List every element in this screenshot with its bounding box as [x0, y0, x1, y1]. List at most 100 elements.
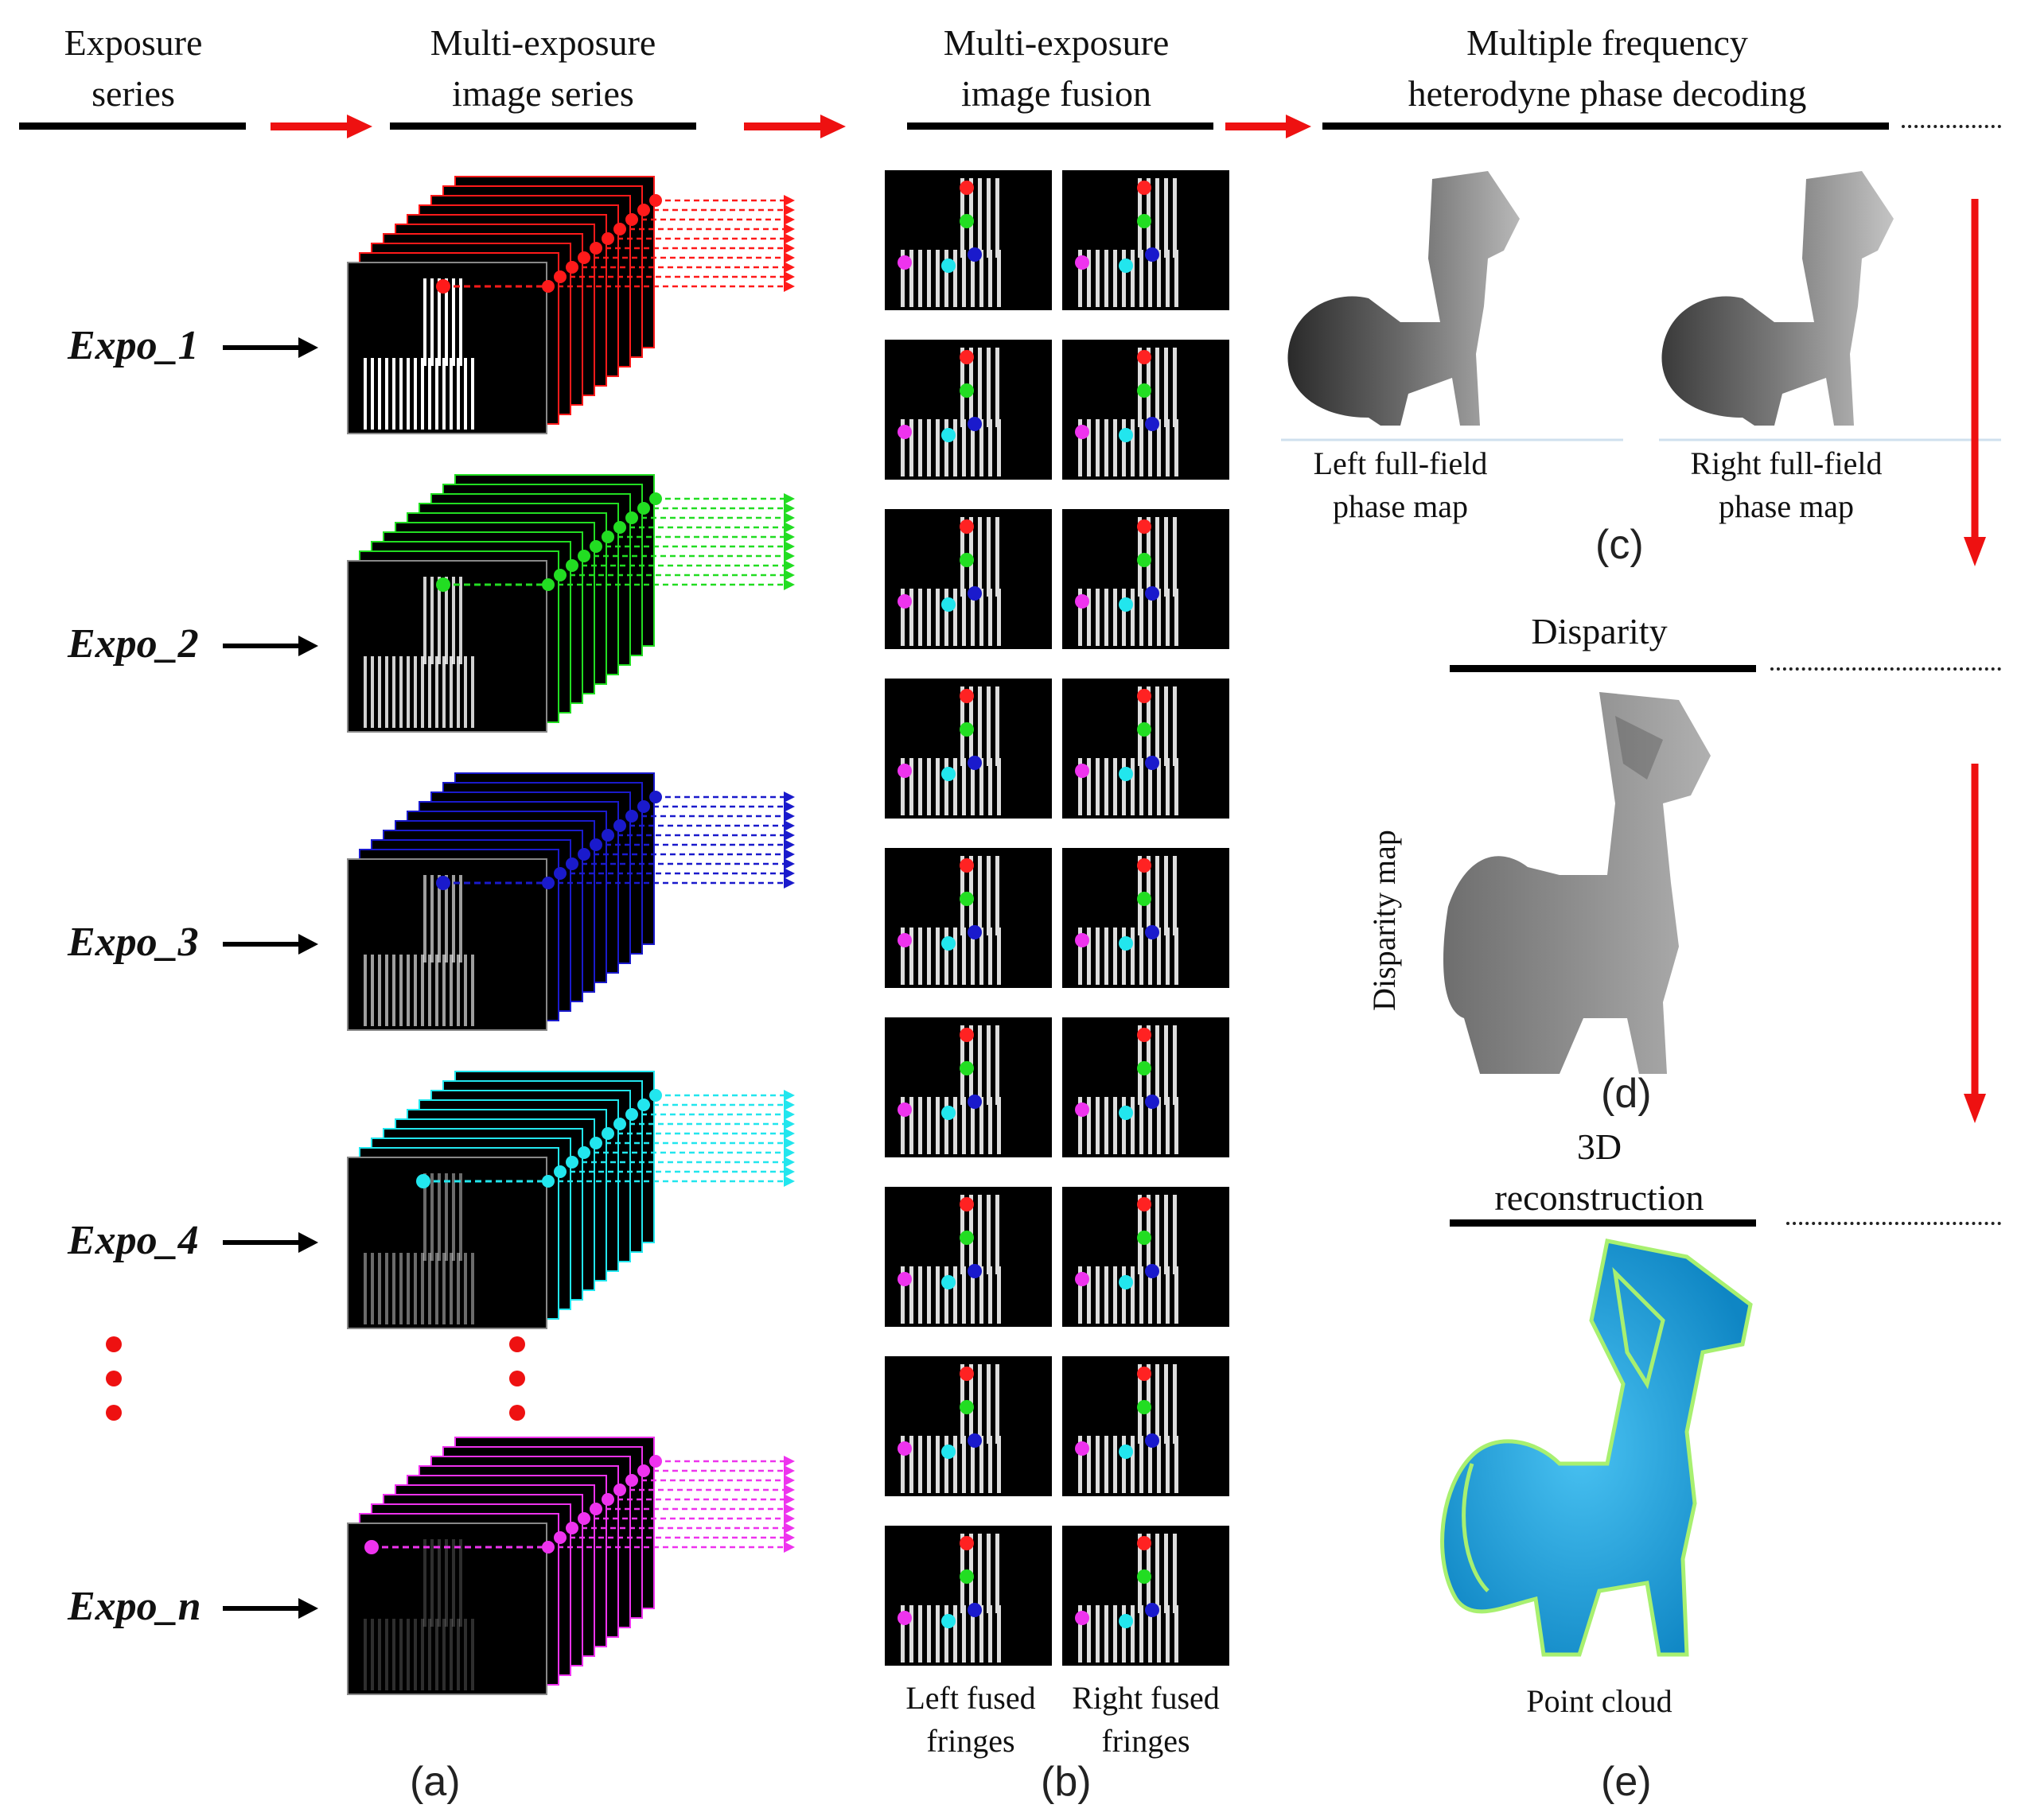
fringe-stripe: [1131, 758, 1135, 815]
ray-arrowhead: [784, 271, 795, 282]
exposure-label-1: Expo_1: [68, 323, 199, 368]
fringe-stripe: [995, 1195, 999, 1274]
fringe-stripe: [1174, 928, 1178, 985]
fringe-stripe: [392, 358, 395, 430]
fringe-stripe: [978, 1364, 982, 1444]
exposure-label-n: Expo_n: [68, 1584, 201, 1629]
fringe-stripe: [1113, 250, 1117, 307]
fringe-stripe: [909, 250, 913, 307]
fringe-stripe: [909, 419, 913, 476]
fringe-stripe: [1131, 1436, 1135, 1493]
fringe-stripe: [1157, 419, 1161, 476]
fringe-stripe: [995, 1025, 999, 1105]
fringe-stripe: [445, 577, 448, 664]
fringe-stripe: [1087, 758, 1091, 815]
fringe-stripe: [962, 589, 966, 646]
fringe-stripe: [364, 955, 367, 1026]
sample-point: [436, 876, 450, 890]
fringe-stripe: [407, 1619, 410, 1690]
right-fused-fringe-image: [1062, 509, 1229, 649]
sample-point: [960, 519, 974, 534]
fringe-stripe: [445, 278, 448, 366]
sample-point: [941, 1275, 956, 1289]
fringe-figure: [898, 1534, 1001, 1662]
fringe-stripe: [987, 1534, 991, 1613]
fringe-stripe: [988, 1266, 992, 1324]
fringe-stripe: [385, 358, 388, 430]
fringe-stripe: [962, 250, 966, 307]
caption-left-phase: Left full-field phase map: [1313, 445, 1488, 524]
fringe-stripe: [442, 1619, 446, 1690]
fringe-stripe: [452, 1539, 455, 1627]
fringe-stripe: [435, 955, 438, 1026]
fringe-stripe: [1148, 1436, 1152, 1493]
header-dots-disparity: [1770, 667, 2001, 671]
fringe-stripe: [457, 1619, 460, 1690]
ray-arrowhead: [784, 512, 795, 523]
fringe-stripe: [1139, 1605, 1143, 1662]
fringe-stripe: [428, 358, 431, 430]
fringe-figure: [898, 1025, 1001, 1154]
fringe-stripe: [936, 1266, 940, 1324]
sample-point: [1137, 1231, 1151, 1245]
sample-point: [1119, 1106, 1133, 1120]
fringe-stripe: [997, 928, 1001, 985]
fringe-stripe: [399, 1619, 403, 1690]
header-rule-exposure: [19, 122, 246, 130]
fringe-stripe: [1166, 1266, 1170, 1324]
fringe-stripe: [464, 1253, 467, 1324]
fringe-stripe: [1174, 589, 1178, 646]
fringe-stripe: [901, 928, 905, 985]
fringe-stripe: [442, 1253, 446, 1324]
fringe-stripe: [392, 1253, 395, 1324]
fringe-stripe: [407, 358, 410, 430]
fringe-stripe: [962, 1097, 966, 1154]
fringe-stripe: [1122, 1266, 1126, 1324]
fringe-stripe: [399, 358, 403, 430]
fringe-stripe: [1157, 1605, 1161, 1662]
fringe-figure: [898, 348, 1001, 476]
fringe-stripe: [1122, 928, 1126, 985]
fringe-stripe: [987, 178, 991, 258]
fringe-stripe: [944, 1605, 948, 1662]
sample-point: [898, 764, 912, 778]
sample-point: [898, 1441, 912, 1456]
fringe-figure: [898, 517, 1001, 646]
fringe-stripe: [421, 1619, 424, 1690]
fringe-stripe: [1113, 1266, 1117, 1324]
fringe-stripe: [987, 686, 991, 766]
fringe-stripe: [399, 955, 403, 1026]
fringe-stripe: [1173, 686, 1177, 766]
fringe-stripe: [445, 1539, 448, 1627]
sample-point: [1119, 767, 1133, 781]
fringe-stripe: [962, 1436, 966, 1493]
ray-arrowhead: [784, 1099, 795, 1110]
fringe-stripe: [901, 758, 905, 815]
fringe-stripe: [378, 358, 381, 430]
fringe-stripe: [987, 856, 991, 935]
fringe-pattern: [364, 577, 474, 728]
sample-point: [1145, 1433, 1159, 1448]
fringe-figure: [1075, 856, 1178, 985]
fringe-stripe: [1113, 589, 1117, 646]
ray-arrowhead: [784, 820, 795, 831]
fringe-figure: [1075, 1534, 1178, 1662]
fringe-stripe: [1155, 1195, 1159, 1274]
sample-point: [1137, 1061, 1151, 1075]
fringe-stripe: [1104, 758, 1108, 815]
sample-point: [960, 892, 974, 906]
sample-point: [1119, 936, 1133, 951]
fringe-stripe: [953, 1436, 957, 1493]
fringe-stripe: [364, 1253, 367, 1324]
sample-point: [1075, 933, 1089, 947]
fringe-stripe: [1104, 589, 1108, 646]
sample-point: [1119, 1275, 1133, 1289]
fringe-stripe: [421, 358, 424, 430]
fringe-stripe: [471, 955, 474, 1026]
fringe-stripe: [953, 1605, 957, 1662]
header-image-fusion: Multi-exposure image fusion: [943, 22, 1170, 114]
fringe-stripe: [385, 1619, 388, 1690]
fringe-stripe: [918, 589, 922, 646]
sample-point: [416, 1174, 430, 1188]
image-stack: [347, 772, 795, 1031]
